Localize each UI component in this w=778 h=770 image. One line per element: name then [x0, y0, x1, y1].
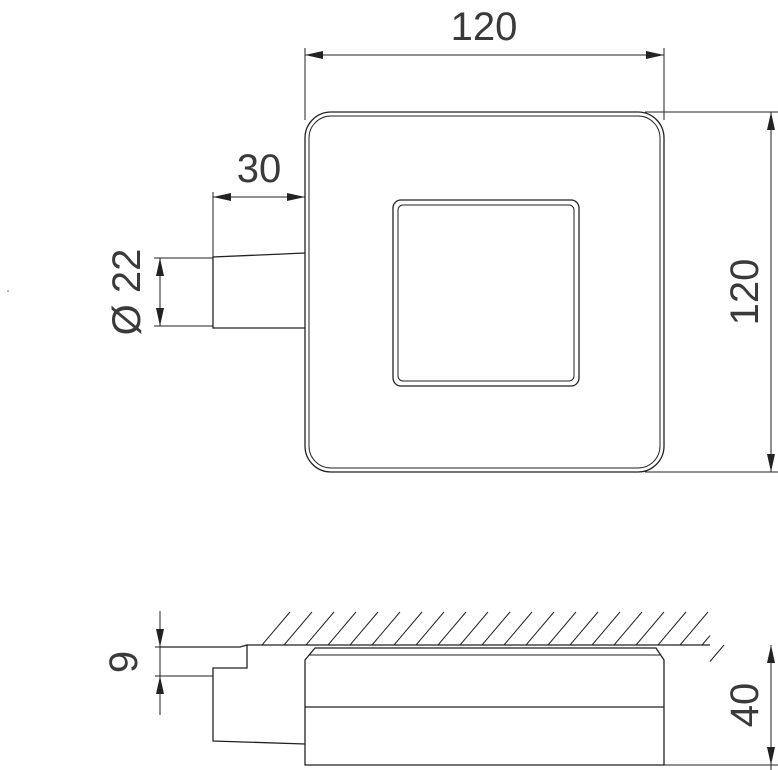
mounting-step — [160, 644, 306, 745]
hatch-line — [569, 611, 599, 646]
outer-frame-inner-edge — [308, 115, 661, 469]
hatch-line — [459, 611, 489, 646]
hatch-line — [679, 611, 709, 646]
dimension-offset: 9 — [102, 611, 235, 715]
dimension-depth: 40 — [664, 645, 778, 770]
hatch-line — [305, 611, 335, 646]
hatch-line — [261, 611, 291, 646]
hatch-line — [415, 611, 445, 646]
pipe-diameter-label: Ø 22 — [105, 249, 149, 336]
dimension-pipe-length: 30 — [212, 147, 306, 258]
hatch-line — [327, 611, 357, 646]
inner-window-inner-edge — [397, 204, 575, 382]
hatch-line — [635, 611, 665, 646]
ceiling-hatch — [261, 611, 725, 662]
hatch-line — [371, 611, 401, 646]
dimension-height: 120 — [645, 111, 778, 473]
hatch-line — [349, 611, 379, 646]
top-view — [212, 111, 665, 473]
dimension-width: 120 — [304, 5, 665, 120]
height-label: 120 — [723, 259, 767, 326]
hatch-line — [591, 611, 621, 646]
fixture-body — [304, 647, 665, 766]
stray-dot — [7, 290, 9, 292]
hatch-line — [657, 611, 687, 646]
outer-frame — [304, 111, 665, 473]
offset-label: 9 — [102, 651, 146, 673]
hatch-line — [709, 644, 725, 662]
hatch-line — [437, 611, 467, 646]
width-label: 120 — [451, 5, 518, 49]
side-view — [160, 611, 725, 766]
dimension-pipe-diameter: Ø 22 — [105, 249, 213, 336]
hatch-line — [393, 611, 423, 646]
hatch-line — [481, 611, 511, 646]
hatch-line — [701, 635, 711, 646]
pipe-stub — [212, 252, 306, 329]
hatch-line — [525, 611, 555, 646]
hatch-line — [613, 611, 643, 646]
hatch-line — [547, 611, 577, 646]
inner-window — [392, 199, 580, 387]
hatch-line — [283, 611, 313, 646]
depth-label: 40 — [723, 683, 767, 728]
pipe-length-label: 30 — [237, 147, 282, 191]
hatch-line — [503, 611, 533, 646]
